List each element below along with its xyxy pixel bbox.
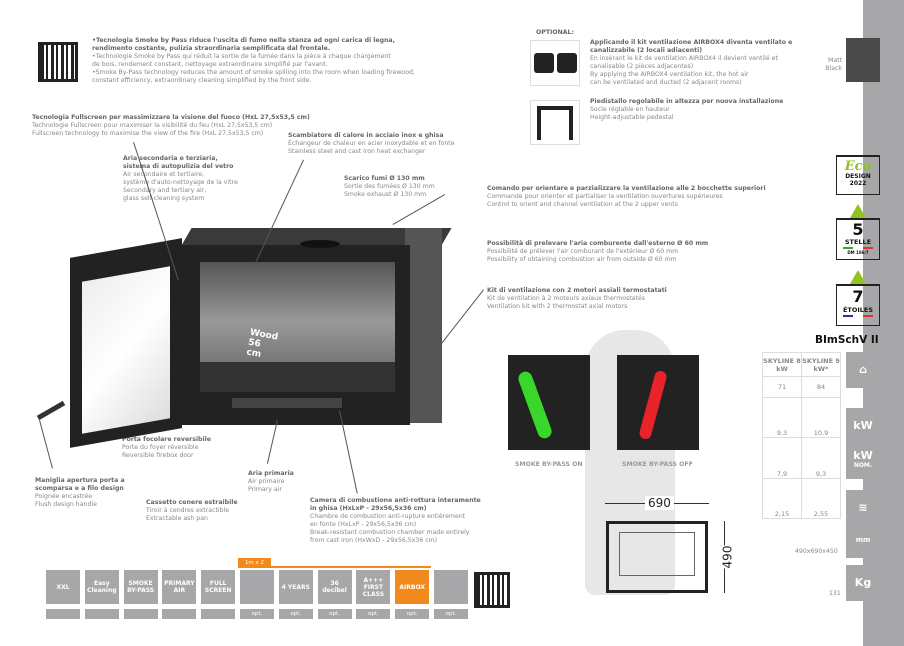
callout-fullscreen: Tecnologia Fullscreen per massimizzare l… <box>32 114 310 137</box>
airbox-it2: canalizzabile (2 locali adiacenti) <box>590 47 703 54</box>
table-header: SKYLINE 9 kW* <box>801 352 841 377</box>
airbox-it: Applicando il kit ventilazione AIRBOX4 d… <box>590 39 793 46</box>
feature-icon: AIRBOX <box>395 570 430 604</box>
intro-text: •Tecnologia Smoke by Pass riduce l'uscit… <box>92 37 415 85</box>
feature-opt-label: opt. <box>240 609 274 619</box>
intro-it: •Tecnologia Smoke by Pass riduce l'uscit… <box>92 37 395 44</box>
feature-opt-label: opt. <box>356 609 391 619</box>
intro-it2: rendimento costante, pulizia straordinar… <box>92 45 331 52</box>
callout-kit: Kit di ventilazione con 2 motori assiali… <box>487 287 667 310</box>
bypass-off-image <box>617 355 699 450</box>
feature-opt-label: opt. <box>395 609 430 619</box>
feature-opt-label <box>162 609 197 619</box>
blmschv-label: BImSchV II <box>815 334 879 346</box>
feature-opt-label: opt. <box>317 609 352 619</box>
callout-control: Comando per orientare e parzializzare la… <box>487 185 766 208</box>
qr-code[interactable] <box>472 570 512 610</box>
callout-chamber: Camera di combustione anti-rottura inter… <box>310 497 481 544</box>
feature-opt-label <box>123 609 158 619</box>
optional-title: OPTIONAL: <box>536 29 574 36</box>
bypass-off-label: SMOKE BY-PASS OFF <box>622 461 693 468</box>
pedestal-image <box>530 100 580 145</box>
bypass-on-image <box>508 355 590 450</box>
feature-icon: 36 decibel <box>317 570 352 604</box>
table-header: SKYLINE 8 kW <box>762 352 802 377</box>
optional-pedestal: Piedistallo regolabile in altezza per nu… <box>590 98 784 121</box>
feature-icon: 4 YEARS <box>278 570 313 604</box>
intro-fr2: de bois, rendement constant, nettoyage e… <box>92 61 328 68</box>
finish-swatch-matt-black[interactable] <box>846 38 880 82</box>
feature-opt-label: opt. <box>434 609 468 619</box>
callout-secondary-air: Aria secondaria e terziaria,sistema di a… <box>123 155 238 202</box>
kw-flame-icon: kW <box>846 408 880 444</box>
wood-logs-icon: ≋ <box>846 490 880 526</box>
width-dimension: 690 <box>645 496 674 510</box>
callout-exchanger: Scambiatore di calore in acciaio inox e … <box>288 132 455 155</box>
size-value: 490x690x450 <box>795 548 838 555</box>
feature-bracket-label: 1m x 2 <box>238 558 271 568</box>
feature-icon: Easy Cleaning <box>84 570 119 604</box>
feature-opt-label <box>201 609 236 619</box>
feature-icon <box>240 570 274 604</box>
bypass-on-label: SMOKE BY-PASS ON <box>515 461 583 468</box>
intro-fr: •Technologie Smoke by Pass qui réduit la… <box>92 53 391 60</box>
intro-en2: constant efficiency, extraordinary clean… <box>92 77 312 84</box>
weight-value: 131 <box>829 590 841 597</box>
feature-icon: PRIMARY AIR <box>162 570 197 604</box>
feature-icon: SMOKE BY-PASS <box>123 570 158 604</box>
feature-icon <box>434 570 468 604</box>
height-dimension: 490 <box>720 545 735 569</box>
front-view-drawing <box>606 521 708 593</box>
feature-icon: FULL SCREEN <box>201 570 236 604</box>
airbox-fans-image <box>530 40 580 86</box>
intro-en: •Smoke By-Pass technology reduces the am… <box>92 69 415 76</box>
callout-outside-air: Possibilità di prelevare l'aria comburen… <box>487 240 709 263</box>
optional-airbox: Applicando il kit ventilazione AIRBOX4 d… <box>590 39 793 86</box>
feature-icon: A+++ FIRST CLASS <box>356 570 391 604</box>
wood-length-label: Wood 56 cm <box>245 327 279 360</box>
feature-opt-label: opt. <box>278 609 313 619</box>
dimensions-icon: mm <box>846 522 880 558</box>
feature-opt-label <box>46 609 80 619</box>
qr-code[interactable] <box>36 40 80 84</box>
feature-icon: XXL <box>46 570 80 604</box>
feature-opt-label <box>84 609 119 619</box>
house-volume-icon: ⌂ <box>846 352 880 388</box>
weight-icon: Kg <box>846 565 880 601</box>
